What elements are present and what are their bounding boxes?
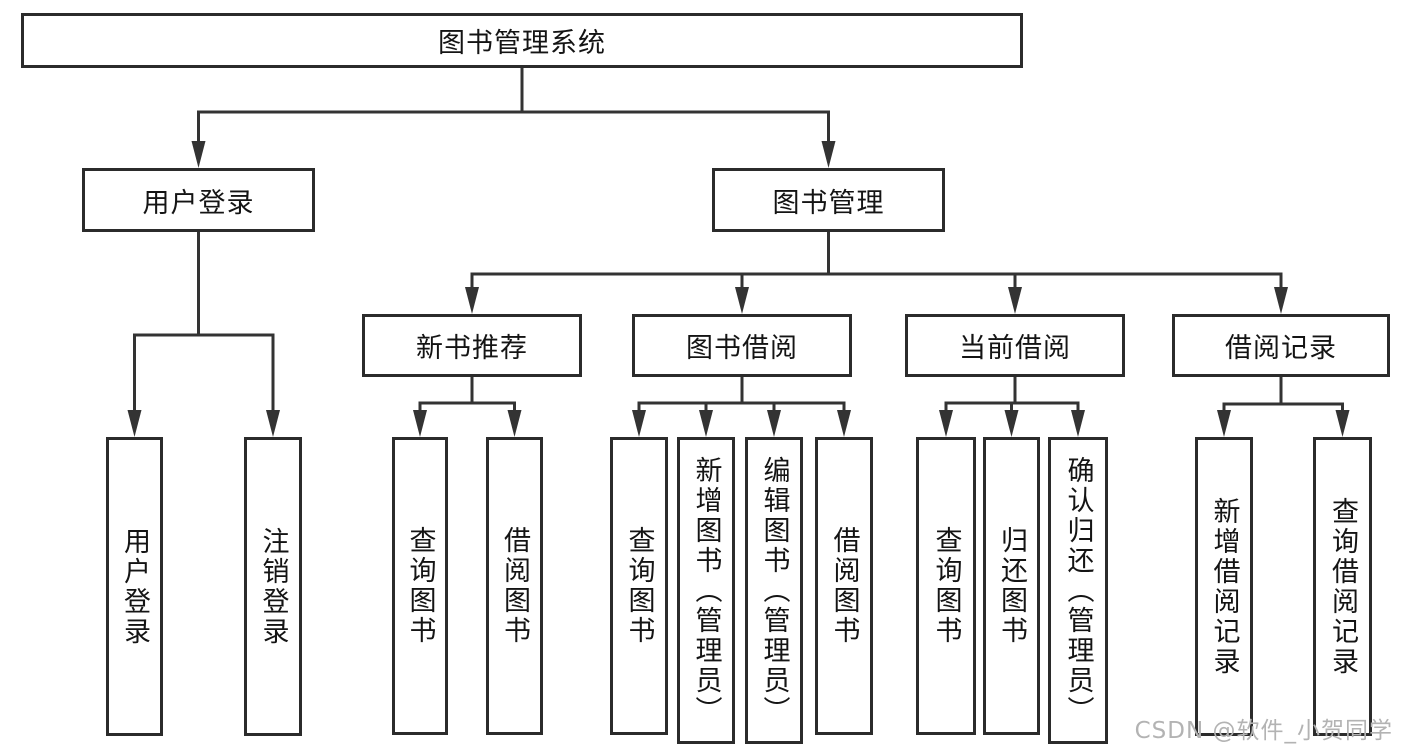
node-current-confirm-return-admin: 确认归还（管理员）	[1048, 437, 1108, 744]
node-label-login-logout: 注销登录	[257, 526, 289, 647]
node-label-login-user-login: 用户登录	[119, 526, 150, 647]
node-user-login: 用户登录	[82, 168, 315, 232]
node-label-borrow-add-books-admin: 新增图书（管理员）	[690, 455, 722, 726]
node-current-return-books: 归还图书	[983, 437, 1040, 735]
node-login-user-login: 用户登录	[106, 437, 163, 736]
node-new-book-rec: 新书推荐	[362, 314, 582, 377]
node-label-current-query-books: 查询图书	[930, 526, 962, 646]
node-label-new-book-rec: 新书推荐	[416, 333, 528, 364]
node-records-add-record: 新增借阅记录	[1195, 437, 1253, 736]
node-label-records-query-record: 查询借阅记录	[1327, 496, 1358, 677]
node-label-rec-query-books: 查询图书	[404, 526, 436, 646]
node-borrow-borrow-books: 借阅图书	[815, 437, 873, 735]
node-borrow-records: 借阅记录	[1172, 314, 1390, 377]
watermark: CSDN @软件_小贺同学	[1134, 718, 1393, 744]
node-label-current-confirm-return-admin: 确认归还（管理员）	[1062, 455, 1094, 726]
node-rec-query-books: 查询图书	[392, 437, 448, 735]
node-label-book-mgmt: 图书管理	[772, 187, 885, 219]
node-borrow-add-books-admin: 新增图书（管理员）	[677, 437, 735, 744]
node-label-rec-borrow-books: 借阅图书	[499, 526, 530, 646]
node-book-borrow: 图书借阅	[632, 314, 852, 377]
node-label-user-login: 用户登录	[142, 187, 255, 219]
node-label-current-return-books: 归还图书	[996, 526, 1027, 646]
node-label-records-add-record: 新增借阅记录	[1208, 496, 1240, 677]
node-label-book-borrow: 图书借阅	[686, 333, 798, 364]
node-book-mgmt: 图书管理	[712, 168, 945, 232]
node-borrow-edit-books-admin: 编辑图书（管理员）	[745, 437, 803, 744]
node-label-borrow-borrow-books: 借阅图书	[828, 526, 860, 646]
node-label-root: 图书管理系统	[438, 28, 606, 59]
node-borrow-query-books: 查询图书	[610, 437, 668, 735]
node-label-borrow-records: 借阅记录	[1225, 333, 1337, 364]
node-root: 图书管理系统	[21, 13, 1023, 68]
node-label-current-borrow: 当前借阅	[959, 333, 1071, 364]
node-current-borrow: 当前借阅	[905, 314, 1125, 377]
node-current-query-books: 查询图书	[916, 437, 976, 735]
node-label-borrow-edit-books-admin: 编辑图书（管理员）	[758, 455, 790, 726]
node-records-query-record: 查询借阅记录	[1313, 437, 1372, 736]
node-label-borrow-query-books: 查询图书	[623, 526, 655, 646]
node-login-logout: 注销登录	[244, 437, 302, 736]
node-rec-borrow-books: 借阅图书	[486, 437, 543, 735]
